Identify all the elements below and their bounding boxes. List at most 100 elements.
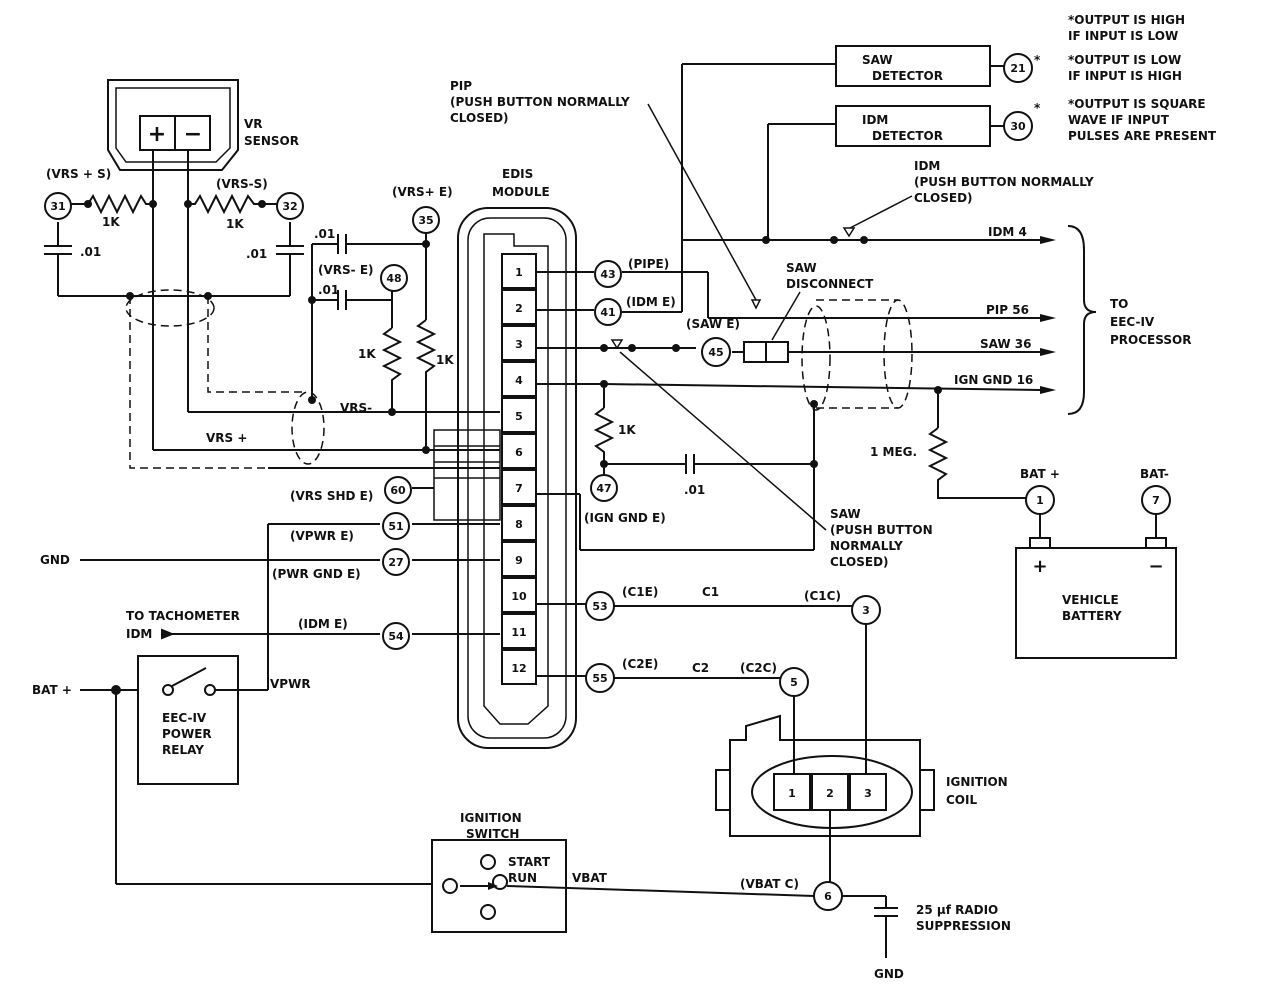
to-eec-label-3: PROCESSOR bbox=[1110, 333, 1191, 347]
label-ign-gnd16: IGN GND 16 bbox=[954, 373, 1033, 387]
svg-text:27: 27 bbox=[388, 556, 403, 569]
saw-detector: SAW DETECTOR bbox=[835, 45, 991, 87]
edis-pin-label: 8 bbox=[515, 518, 523, 531]
label-gnd-bottom: GND bbox=[874, 967, 904, 981]
svg-text:3: 3 bbox=[862, 604, 870, 617]
edis-pin-label: 1 bbox=[515, 266, 523, 279]
svg-text:30: 30 bbox=[1010, 120, 1026, 133]
svg-text:BATTERY: BATTERY bbox=[1062, 609, 1122, 623]
label-idm-e-left: (IDM E) bbox=[298, 617, 348, 631]
label-saw36: SAW 36 bbox=[980, 337, 1032, 351]
test-point-3: 3 bbox=[851, 595, 881, 625]
coil-pin-box bbox=[849, 773, 887, 811]
label-bat-minus-term: BAT- bbox=[1140, 467, 1169, 481]
label-pip56: PIP 56 bbox=[986, 303, 1029, 317]
test-point-41: 41 bbox=[594, 298, 622, 326]
test-point-30: 30 bbox=[1003, 111, 1033, 141]
edis-pin-box bbox=[501, 397, 537, 433]
to-eec-label-1: TO bbox=[1110, 297, 1128, 311]
svg-text:55: 55 bbox=[592, 672, 607, 685]
test-point-48: 48 bbox=[380, 264, 408, 292]
svg-text:47: 47 bbox=[596, 482, 611, 495]
ignition-coil: IGNITION COIL bbox=[715, 714, 1008, 837]
label-r1k-e: 1K bbox=[618, 423, 636, 437]
radio-suppression-label-2: SUPPRESSION bbox=[916, 919, 1011, 933]
svg-text:35: 35 bbox=[418, 214, 433, 227]
edis-pin-box bbox=[501, 505, 537, 541]
label-bat-plus-term: BAT + bbox=[1020, 467, 1060, 481]
svg-text:41: 41 bbox=[600, 306, 615, 319]
vehicle-battery: + − VEHICLE BATTERY bbox=[1015, 537, 1177, 659]
edis-pin-box bbox=[501, 325, 537, 361]
label-idm-e-right: (IDM E) bbox=[626, 295, 676, 309]
switch-start: START bbox=[508, 855, 551, 869]
label-gnd-left: GND bbox=[40, 553, 70, 567]
note-2b: IF INPUT IS HIGH bbox=[1068, 69, 1182, 83]
test-point-1: 1 bbox=[1025, 485, 1055, 515]
label-pwr-gnd-e: (PWR GND E) bbox=[272, 567, 361, 581]
label-cap-e: .01 bbox=[684, 483, 705, 497]
test-point-43: 43 bbox=[594, 260, 622, 288]
eec-iv-power-relay: EEC-IV POWER RELAY bbox=[137, 655, 239, 785]
label-c1c: (C1C) bbox=[804, 589, 841, 603]
test-point-54: 54 bbox=[382, 622, 410, 650]
label-vrs-plus-e: (VRS+ E) bbox=[392, 185, 453, 199]
note-3a: *OUTPUT IS SQUARE bbox=[1068, 97, 1206, 111]
label-c2e: (C2E) bbox=[622, 657, 658, 671]
svg-text:5: 5 bbox=[790, 676, 798, 689]
label-saw-e: (SAW E) bbox=[686, 317, 740, 331]
label-r1k-a: 1K bbox=[102, 215, 120, 229]
test-point-5: 5 bbox=[779, 667, 809, 697]
footnotes: *OUTPUT IS HIGH IF INPUT IS LOW *OUTPUT … bbox=[1068, 13, 1217, 143]
idm-switch-label-2: (PUSH BUTTON NORMALLY bbox=[914, 175, 1094, 189]
svg-text:COIL: COIL bbox=[946, 793, 977, 807]
label-cap-b: .01 bbox=[246, 247, 267, 261]
svg-text:31: 31 bbox=[50, 200, 65, 213]
edis-pin-box bbox=[501, 649, 537, 685]
svg-text:POWER: POWER bbox=[162, 727, 212, 741]
svg-text:6: 6 bbox=[824, 890, 832, 903]
edis-pin-box bbox=[501, 577, 537, 613]
saw-switch-label-3: NORMALLY bbox=[830, 539, 903, 553]
label-vbat-c: (VBAT C) bbox=[740, 877, 799, 891]
idm-switch-label-1: IDM bbox=[914, 159, 940, 173]
svg-text:51: 51 bbox=[388, 520, 403, 533]
vr-sensor-label-1: VR bbox=[244, 117, 263, 131]
label-to-tach: TO TACHOMETER bbox=[126, 609, 240, 623]
label-one-meg: 1 MEG. bbox=[870, 445, 917, 459]
coil-pin-label: 2 bbox=[826, 787, 834, 800]
svg-text:45: 45 bbox=[708, 346, 723, 359]
label-vrs-shd-e: (VRS SHD E) bbox=[290, 489, 373, 503]
label-vpwr: VPWR bbox=[270, 677, 311, 691]
edis-pin-label: 12 bbox=[511, 662, 526, 675]
test-point-7: 7 bbox=[1141, 485, 1171, 515]
coil-pin-box bbox=[773, 773, 811, 811]
test-point-35: 35 bbox=[412, 206, 440, 234]
svg-text:EEC-IV: EEC-IV bbox=[162, 711, 207, 725]
test-point-53: 53 bbox=[585, 591, 615, 621]
label-c1: C1 bbox=[702, 585, 719, 599]
coil-pin-label: 1 bbox=[788, 787, 796, 800]
svg-text:IGNITION: IGNITION bbox=[946, 775, 1008, 789]
edis-pin-box bbox=[501, 289, 537, 325]
label-vrs-minus: VRS- bbox=[340, 401, 372, 415]
label-r1k-c: 1K bbox=[358, 347, 376, 361]
svg-text:IDM: IDM bbox=[862, 113, 888, 127]
test-point-32: 32 bbox=[276, 192, 304, 220]
label-c1e: (C1E) bbox=[622, 585, 658, 599]
label-r1k-b: 1K bbox=[226, 217, 244, 231]
svg-text:RELAY: RELAY bbox=[162, 743, 204, 757]
coil-pin-box bbox=[811, 773, 849, 811]
test-point-55: 55 bbox=[585, 663, 615, 693]
label-r1k-d: 1K bbox=[436, 353, 454, 367]
svg-text:21: 21 bbox=[1010, 62, 1025, 75]
saw-switch-label-4: CLOSED) bbox=[830, 555, 889, 569]
test-point-60: 60 bbox=[384, 476, 412, 504]
svg-text:DETECTOR: DETECTOR bbox=[872, 69, 943, 83]
pip-switch-label-1: PIP bbox=[450, 79, 472, 93]
edis-pin-box bbox=[501, 541, 537, 577]
pip-switch-label-3: CLOSED) bbox=[450, 111, 509, 125]
edis-pin-box bbox=[501, 469, 537, 505]
ignition-switch: IGNITION SWITCH START RUN bbox=[431, 811, 567, 933]
